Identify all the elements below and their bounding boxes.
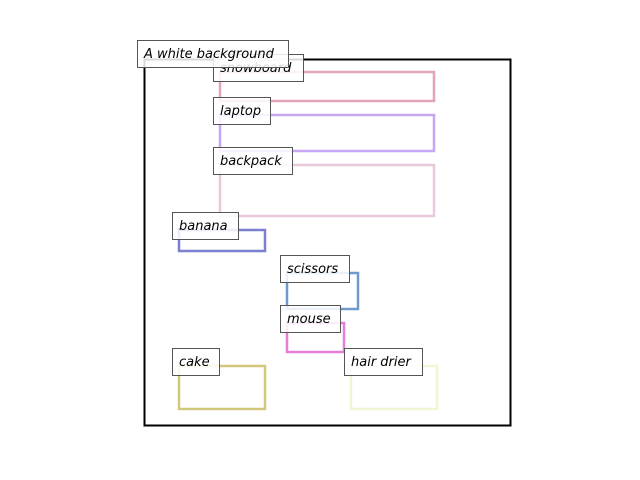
label-text-laptop: laptop [220, 104, 261, 119]
label-text-cake: cake [179, 355, 210, 370]
label-text-mouse: mouse [287, 312, 331, 327]
box-laptop [218, 113, 436, 153]
scene-frame [143, 58, 512, 427]
label-box-cake [172, 348, 220, 376]
label-box-scissors [280, 255, 350, 283]
object-boxes [177, 70, 439, 411]
label-text-scissors: scissors [287, 262, 338, 277]
label-box-hair-drier [344, 348, 423, 376]
label-box-mouse [280, 305, 341, 333]
label-banana: banana [172, 212, 239, 240]
label-box-backpack [213, 147, 293, 175]
caption-label: A white background [137, 40, 289, 68]
label-box-banana [172, 212, 239, 240]
label-backpack: backpack [213, 147, 293, 175]
label-text-backpack: backpack [220, 154, 282, 169]
box-backpack [218, 163, 436, 218]
caption-label-box [137, 40, 289, 68]
label-scissors: scissors [280, 255, 350, 283]
label-text-banana: banana [179, 219, 228, 234]
label-laptop: laptop [213, 97, 271, 125]
label-mouse: mouse [280, 305, 341, 333]
label-cake: cake [172, 348, 220, 376]
label-hair-drier: hair drier [344, 348, 423, 376]
label-text-hair-drier: hair drier [351, 355, 413, 370]
box-snowboard [218, 70, 436, 103]
caption-text: A white background [143, 47, 275, 62]
box-cake [177, 364, 267, 411]
label-box-laptop [213, 97, 271, 125]
